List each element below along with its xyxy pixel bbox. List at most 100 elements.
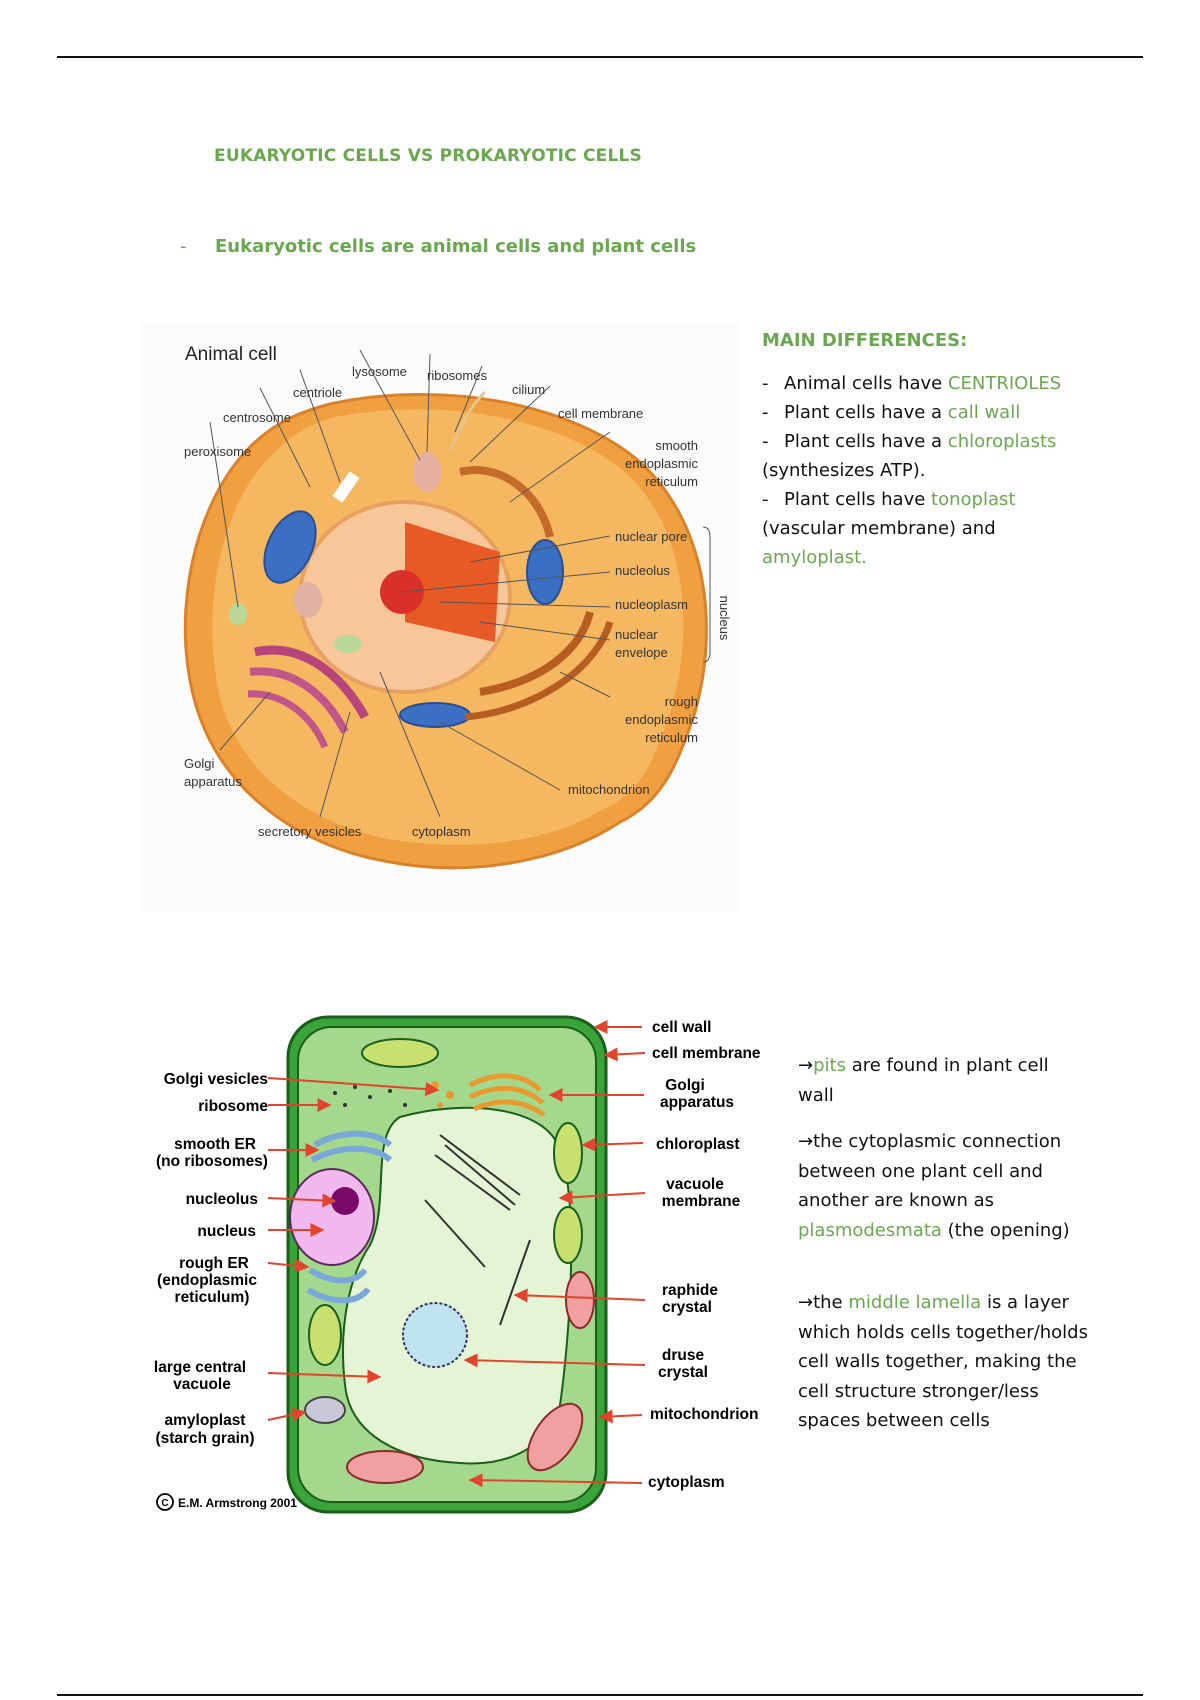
label-secretory-vesicles: secretory vesicles [258,824,362,839]
plant-nucleolus [331,1187,359,1215]
difference-item: -Plant cells have a chloroplasts [762,431,1057,452]
label-rough-er-3: reticulum [645,730,698,745]
label-raphide-1: raphide [662,1282,718,1299]
page-title: EUKARYOTIC CELLS VS PROKARYOTIC CELLS [214,146,642,166]
chloroplast-2 [553,1122,583,1184]
animal-cell-title: Animal cell [185,344,277,365]
peroxisome-shape [229,603,247,625]
difference-continuation: (vascular membrane) and [762,518,996,539]
label-cell-membrane: cell membrane [558,406,643,421]
highlight-tonoplast: tonoplast [931,489,1016,510]
golgi-vesicle-dots [333,1085,407,1107]
label-centriole: centriole [293,385,342,400]
label-nuclear-envelope-2: envelope [615,645,668,660]
lysosome-shape [294,582,322,618]
nucleus-cutaway [405,522,500,642]
label-nucleolus: nucleolus [186,1191,258,1208]
label-smooth-er-3: reticulum [645,474,698,489]
label-golgi-2: apparatus [660,1094,734,1111]
label-golgi-vesicles: Golgi vesicles [164,1071,268,1088]
label-amyloplast-1: amyloplast [165,1412,246,1429]
label-amyloplast-2: (starch grain) [155,1430,254,1447]
plant-nucleus [289,1168,375,1266]
amyloplast-shape [304,1396,346,1424]
label-druse-1: druse [662,1347,705,1364]
label-ribosomes: ribosomes [427,368,487,383]
differences-heading: MAIN DIFFERENCES: [762,330,968,351]
label-vacuole-membrane-2: membrane [662,1193,741,1210]
difference-item: -Animal cells have CENTRIOLES [762,373,1062,394]
copyright-icon [156,1493,174,1511]
highlight-pits: pits [813,1055,846,1076]
plant-rough-er [308,1267,368,1284]
label-golgi-1: Golgi [665,1077,705,1094]
label-rough-er-2: endoplasmic [625,712,698,727]
label-lysosome: lysosome [352,364,407,379]
label-rough-er-1: rough ER [179,1255,249,1272]
label-nucleolus: nucleolus [615,563,670,578]
label-smooth-er-2: endoplasmic [625,456,698,471]
top-rule [57,56,1143,58]
highlight-cell-wall: call wall [947,402,1021,423]
label-raphide-2: crystal [662,1299,712,1316]
raphide-bundle [424,1134,531,1326]
animal-mito-2 [526,539,564,605]
plant-mito-1 [565,1271,595,1329]
plant-golgi [468,1073,542,1092]
note-plasmodesmata: →the cytoplasmic connection between one … [798,1131,1070,1241]
label-cytoplasm: cytoplasm [412,824,471,839]
animal-mito-1 [263,510,317,584]
highlight-centrioles: CENTRIOLES [947,373,1062,394]
label-vacuole-membrane-1: vacuole [666,1176,724,1193]
copyright-text: E.M. Armstrong 2001 [178,1496,297,1510]
golgi-shape [254,645,369,720]
label-centrosome: centrosome [223,410,291,425]
plant-cell-diagram: cell wall cell membrane Golgi vesicles r… [154,1015,761,1514]
label-nuclear-pore: nuclear pore [615,529,687,544]
label-chloroplast: chloroplast [656,1136,740,1153]
label-ribosome: ribosome [198,1098,268,1115]
label-rough-er-3: reticulum) [175,1289,250,1306]
bottom-rule [57,1694,1143,1696]
label-mitochondrion: mitochondrion [650,1406,759,1423]
note-middle-lamella: →the middle lamella is a layer which hol… [798,1292,1088,1431]
cilium-shape [448,390,487,451]
label-rough-er-2: (endoplasmic [157,1272,257,1289]
label-smooth-er-1: smooth ER [174,1136,256,1153]
bullet-dash: - [180,236,187,257]
label-smooth-er-1: smooth [655,438,698,453]
label-cilium: cilium [512,382,545,397]
label-golgi-2: apparatus [184,774,242,789]
label-druse-2: crystal [658,1364,708,1381]
note-pits: →pits are found in plant cell wall [798,1055,1049,1106]
highlight-chloroplasts: chloroplasts [947,431,1057,452]
highlight-plasmodesmata: plasmodesmata [798,1219,942,1241]
centriole-shape [332,471,360,503]
label-cell-membrane: cell membrane [652,1045,761,1062]
difference-continuation: (synthesizes ATP). [762,460,926,481]
difference-item: -Plant cells have tonoplast [762,489,1016,510]
label-nuclear-envelope-1: nuclear [615,627,658,642]
main-differences: MAIN DIFFERENCES: -Animal cells have CEN… [762,326,1102,572]
label-vacuole-1: large central [154,1359,246,1376]
highlight-middle-lamella: middle lamella [848,1292,982,1313]
plant-smooth-er [313,1130,393,1148]
label-nucleus: nucleus [717,596,732,641]
difference-item: -Plant cells have a call wall [762,402,1021,423]
rough-er-shape [459,466,554,538]
label-rough-er-1: rough [665,694,698,709]
druse-crystal [402,1302,468,1368]
svg-text:C: C [161,1498,168,1509]
label-cytoplasm: cytoplasm [648,1474,725,1491]
label-mitochondrion: mitochondrion [568,782,650,797]
label-cell-wall: cell wall [652,1019,711,1036]
label-smooth-er-2: (no ribosomes) [156,1153,268,1170]
label-peroxisome: peroxisome [184,444,251,459]
label-nucleus: nucleus [197,1223,256,1240]
label-golgi-1: Golgi [184,756,214,771]
label-vacuole-2: vacuole [173,1376,231,1393]
chloroplast-1 [361,1038,439,1068]
animal-cell-diagram: Animal cell lys [140,322,740,912]
highlight-amyloplast: amyloplast. [762,547,867,568]
label-nucleoplasm: nucleoplasm [615,597,688,612]
